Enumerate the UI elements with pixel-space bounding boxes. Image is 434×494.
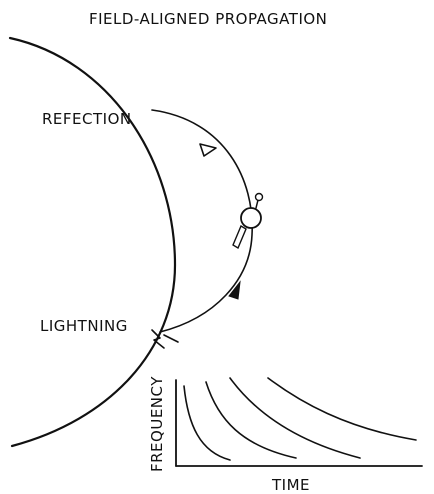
inset-ylabel: FREQUENCY	[148, 376, 166, 472]
reflected-wave-arrow	[199, 143, 217, 157]
satellite-icon	[232, 192, 264, 250]
dispersion-curve-1	[183, 385, 231, 461]
upgoing-wave-arrow	[228, 280, 241, 300]
dispersion-curve-4	[267, 377, 417, 441]
inset-xlabel: TIME	[271, 476, 310, 494]
diagram-title: FIELD-ALIGNED PROPAGATION	[89, 10, 327, 28]
lightning-label: LIGHTNING	[40, 317, 128, 335]
propagation-path	[151, 109, 253, 333]
dispersion-curve-2	[205, 381, 297, 459]
frequency-time-inset: FREQUENCY TIME	[148, 376, 423, 494]
earth-limb	[8, 36, 177, 448]
lightning-bolt-icon	[151, 329, 179, 349]
dispersion-curve-3	[229, 377, 361, 459]
reflection-label: REFECTION	[42, 110, 132, 128]
